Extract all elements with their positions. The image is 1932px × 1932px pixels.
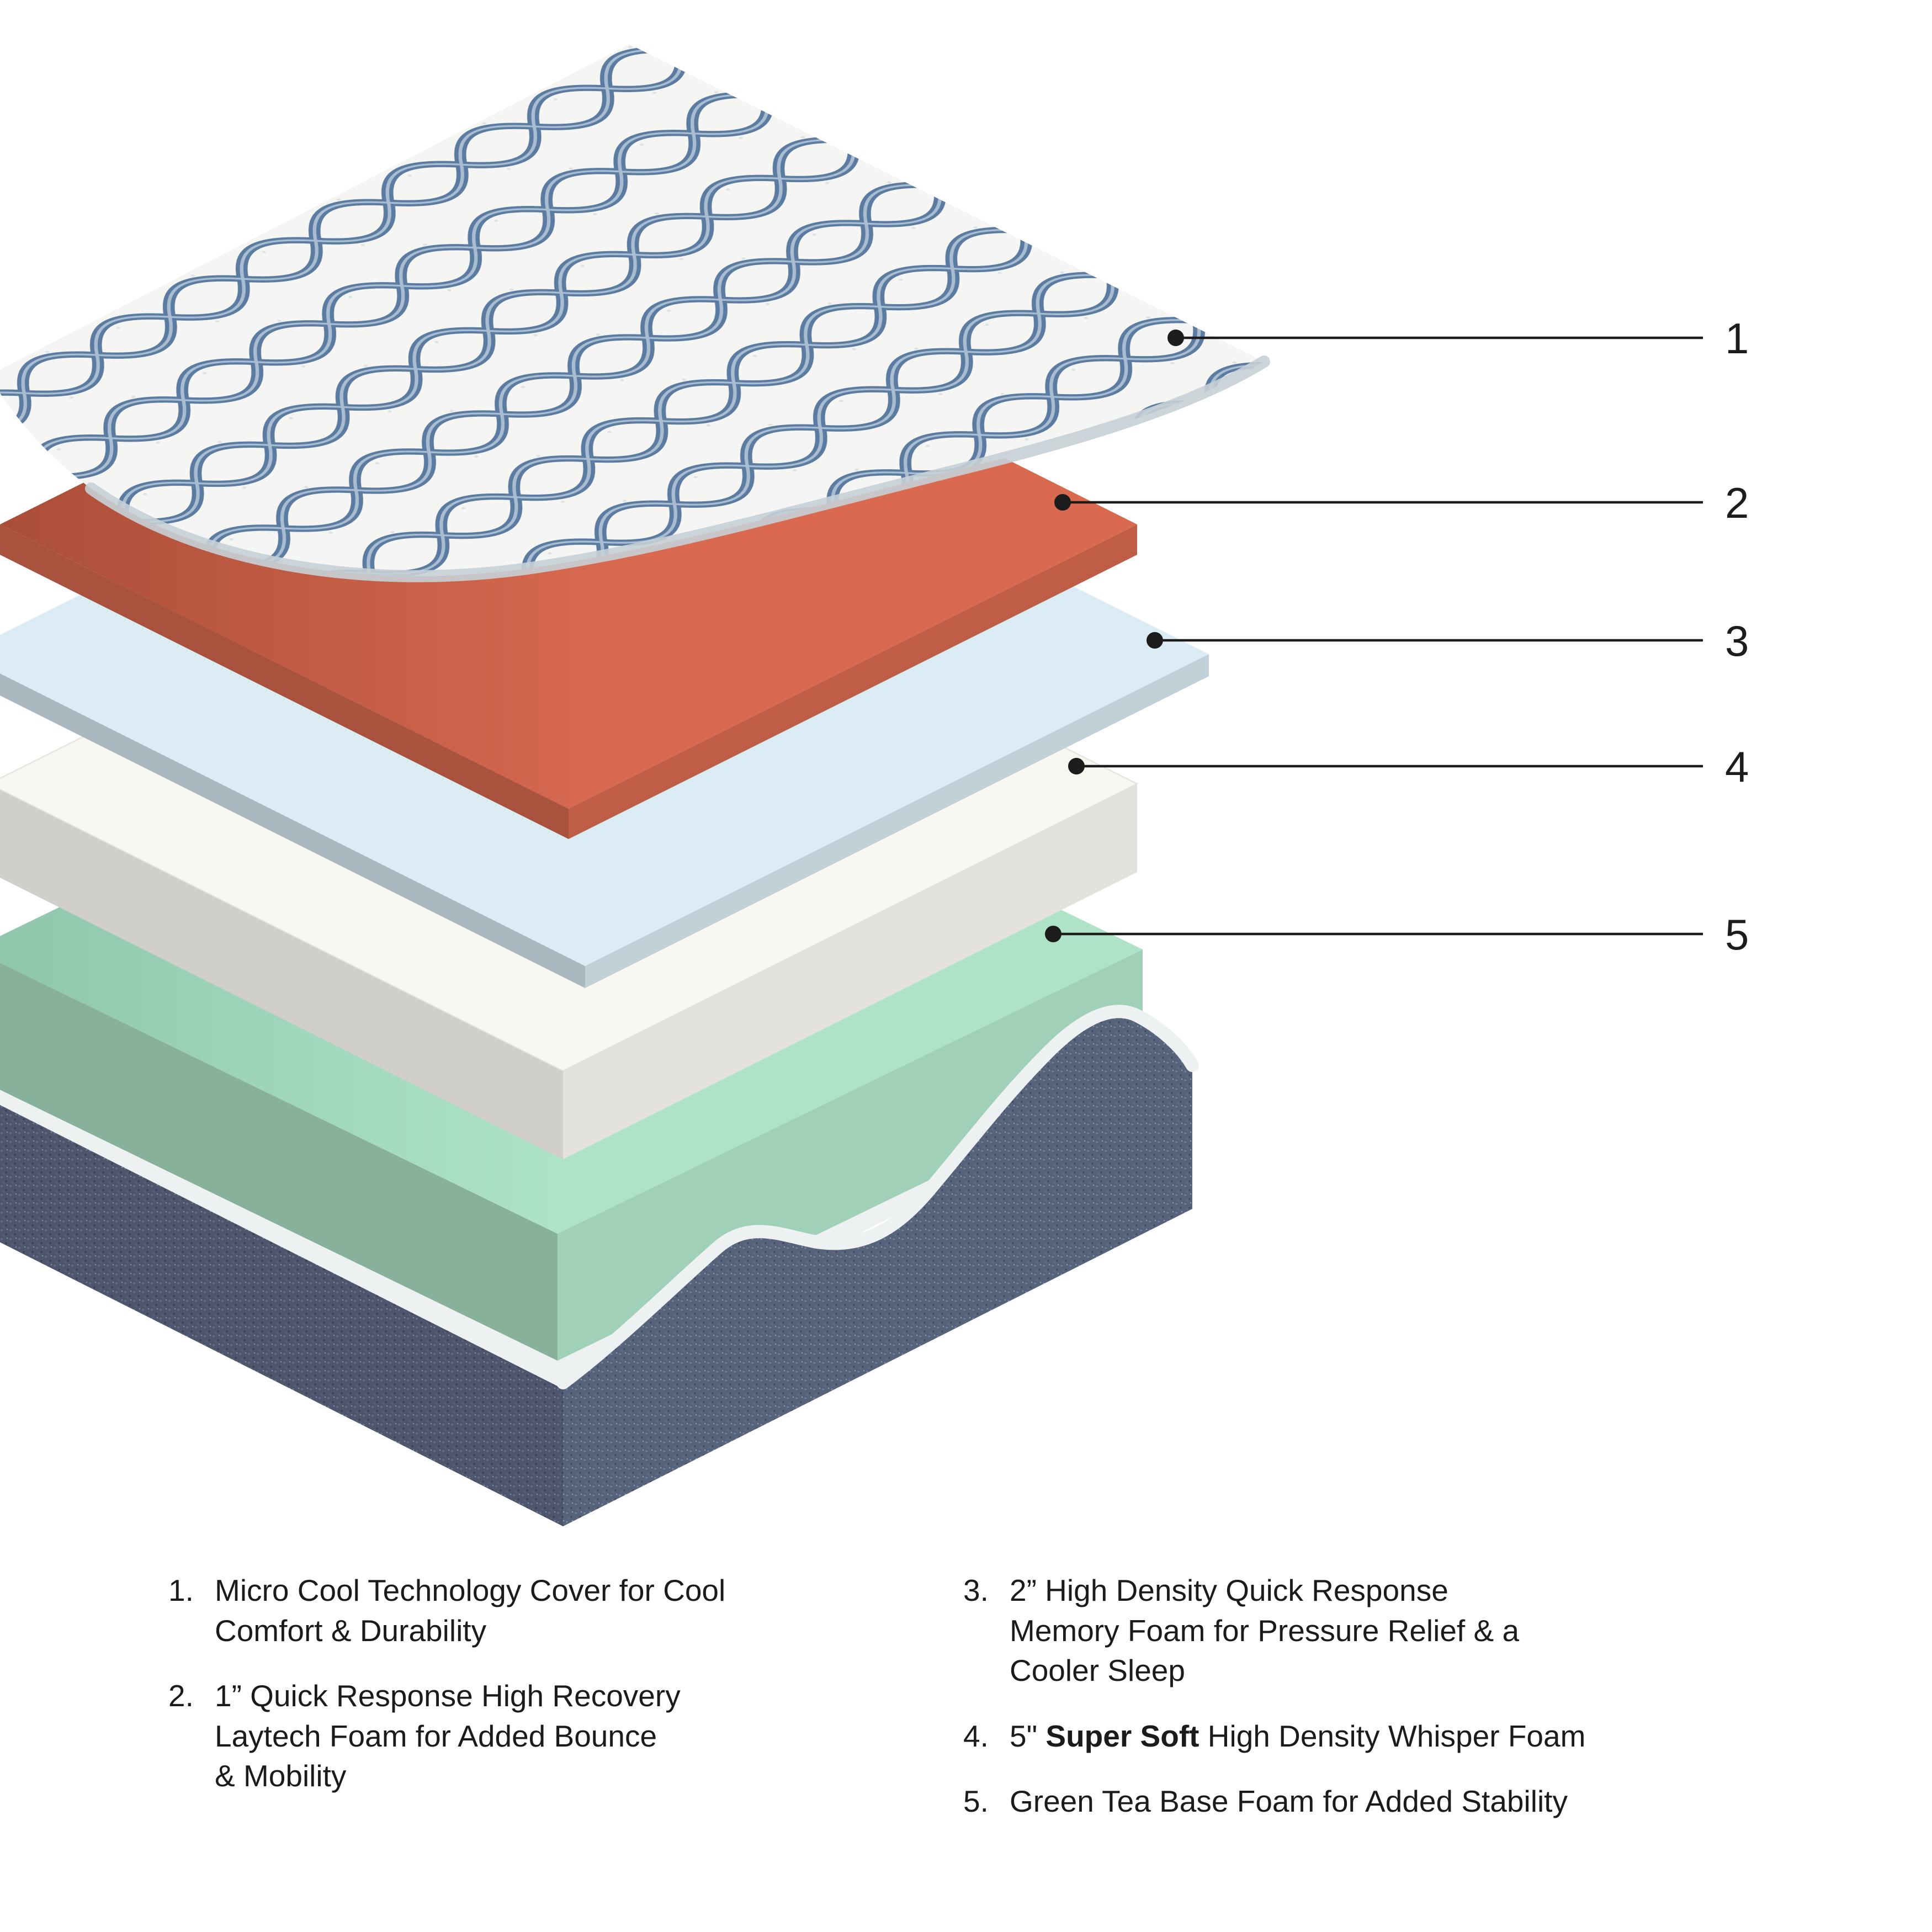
cover-fold-edge [85,355,1270,582]
laytech-foam-right-face [569,524,1137,839]
callout-number-4: 4 [1725,742,1749,791]
denim-base-trim-right [556,1005,1199,1389]
callouts: 1 2 3 4 5 [1045,314,1749,959]
laytech-foam-left-face [0,524,569,839]
legend-column-left: 1. Micro Cool Technology Cover for Cool … [168,1570,886,1822]
legend-item-3-number: 3. [963,1573,989,1607]
callout-number-5: 5 [1725,910,1749,959]
denim-base-trim-left [0,1092,569,1388]
legend-item-3: 3. 2” High Density Quick Response Memory… [963,1570,1874,1691]
legend-item-1-number: 1. [168,1573,194,1607]
legend-item-3-pre: 2” High Density Quick Response Memory Fo… [1010,1573,1520,1688]
micro-cool-cover-layer [0,44,1270,582]
callout-number-2: 2 [1725,479,1749,527]
legend-item-3-text: 2” High Density Quick Response Memory Fo… [1010,1570,1519,1691]
legend-item-5: 5. Green Tea Base Foam for Added Stabili… [963,1781,1874,1822]
legend-item-5-pre: Green Tea Base Foam for Added Stability [1010,1784,1568,1819]
whisper-foam-right-face [563,784,1137,1159]
legend-item-4-number: 4. [963,1718,989,1753]
callout-number-3: 3 [1725,617,1749,665]
legend-item-1-text: Micro Cool Technology Cover for Cool Com… [215,1570,725,1650]
legend-item-4-text: 5" Super Soft High Density Whisper Foam [1010,1716,1585,1756]
legend-item-4-post: High Density Whisper Foam [1199,1718,1586,1753]
denim-base [0,1005,1199,1526]
callout-dot-5 [1045,926,1061,942]
legend-item-2-pre: 1” Quick Response High Recovery Laytech … [215,1679,681,1793]
legend-item-5-text: Green Tea Base Foam for Added Stability [1010,1781,1568,1822]
memory-foam-right-face [585,654,1209,988]
legend-item-4-bold: Super Soft [1045,1718,1199,1753]
legend-item-5-number: 5. [963,1784,989,1819]
whisper-foam-left-face [0,789,563,1159]
denim-base-right-face [563,1011,1192,1526]
denim-base-left-face [0,1098,563,1526]
legend-column-right: 3. 2” High Density Quick Response Memory… [963,1570,1874,1847]
callout-dot-3 [1147,632,1163,649]
cover-fabric [0,44,1264,576]
legend-item-2: 2. 1” Quick Response High Recovery Layte… [168,1676,886,1796]
legend-item-1: 1. Micro Cool Technology Cover for Cool … [168,1570,886,1650]
legend-item-1-pre: Micro Cool Technology Cover for Cool Com… [215,1573,726,1648]
legend-item-2-number: 2. [168,1679,194,1713]
green-tea-foam-left-face [0,963,558,1361]
legend-item-2-text: 1” Quick Response High Recovery Laytech … [215,1676,681,1796]
callout-number-1: 1 [1725,314,1749,363]
callout-dot-4 [1068,758,1085,774]
legend-item-4: 4. 5" Super Soft High Density Whisper Fo… [963,1716,1874,1756]
callout-dot-1 [1167,330,1184,346]
callout-dot-2 [1054,494,1071,511]
legend-item-4-pre: 5" [1010,1718,1046,1753]
memory-foam-left-face [0,673,585,988]
